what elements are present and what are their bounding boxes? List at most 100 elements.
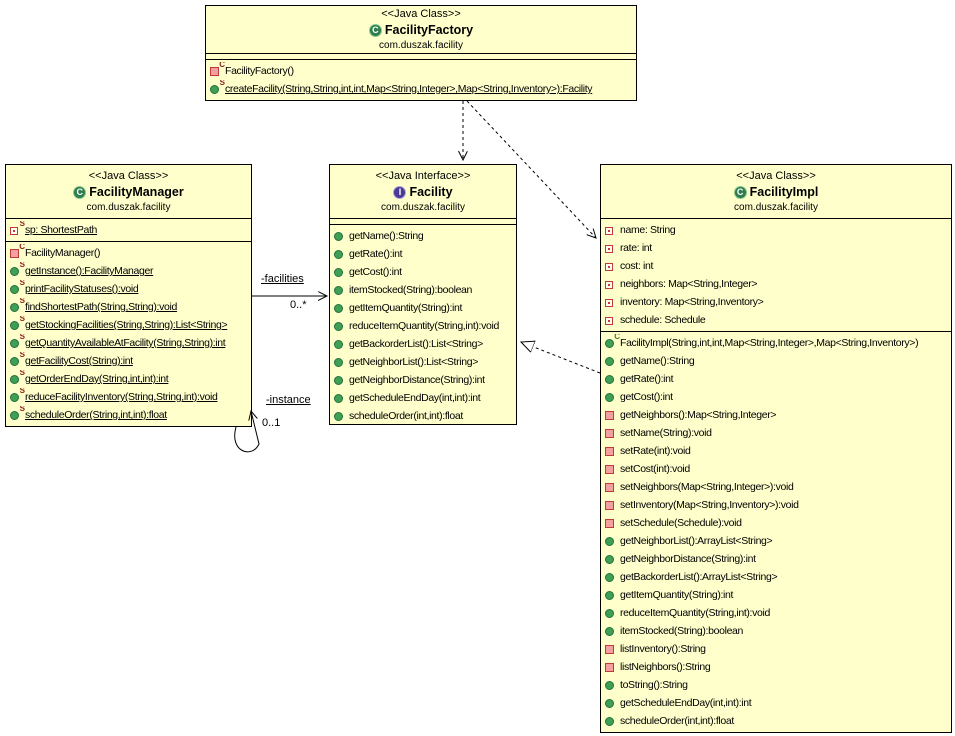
realization-facilityimpl-to-facility[interactable] [521, 342, 601, 374]
public-method-icon [605, 572, 616, 583]
member-row[interactable]: setRate(int):void [601, 442, 951, 460]
member-row[interactable]: reduceItemQuantity(String,int):void [601, 604, 951, 622]
public-method-icon: S [10, 352, 25, 367]
public-method-icon [334, 231, 345, 242]
member-label: setRate(int):void [620, 445, 691, 457]
member-row[interactable]: scheduleOrder(int,int):float [601, 712, 951, 730]
private-method-icon [605, 410, 616, 421]
static-marker: S [19, 352, 25, 359]
member-row[interactable]: getScheduleEndDay(int,int):int [601, 694, 951, 712]
public-method-icon: S [10, 406, 25, 421]
public-method-icon: S [10, 298, 25, 313]
static-marker: S [19, 406, 25, 413]
member-row[interactable]: itemStocked(String):boolean [330, 281, 516, 299]
member-row[interactable]: getNeighborList():ArrayList<String> [601, 532, 951, 550]
member-row[interactable]: setCost(int):void [601, 460, 951, 478]
member-label: scheduleOrder(String,int,int):float [25, 409, 167, 421]
public-method-icon [605, 590, 616, 601]
member-label: scheduleOrder(int,int):float [349, 410, 463, 422]
private-field-icon [605, 297, 616, 308]
member-label: neighbors: Map<String,Integer> [620, 278, 758, 290]
member-row[interactable]: neighbors: Map<String,Integer> [601, 275, 951, 293]
public-method-icon [605, 374, 616, 385]
static-marker: S [19, 388, 25, 395]
member-row[interactable]: listInventory():String [601, 640, 951, 658]
member-row[interactable]: toString():String [601, 676, 951, 694]
member-row[interactable]: rate: int [601, 239, 951, 257]
static-marker: S [19, 370, 25, 377]
class-box-facilityfactory[interactable]: <<Java Class>> C FacilityFactory com.dus… [205, 5, 637, 101]
member-row[interactable]: getNeighbors():Map<String,Integer> [601, 406, 951, 424]
public-method-icon: S [10, 280, 25, 295]
interface-box-facility[interactable]: <<Java Interface>> I Facility com.duszak… [329, 164, 517, 425]
member-row[interactable]: scheduleOrder(int,int):float [330, 407, 516, 424]
member-row[interactable]: getNeighborList():List<String> [330, 353, 516, 371]
member-row[interactable]: schedule: Schedule [601, 311, 951, 329]
public-method-icon [334, 339, 345, 350]
member-row[interactable]: listNeighbors():String [601, 658, 951, 676]
member-row[interactable]: getNeighborDistance(String):int [601, 550, 951, 568]
public-method-icon [605, 680, 616, 691]
member-row[interactable]: getScheduleEndDay(int,int):int [330, 389, 516, 407]
private-method-icon [605, 482, 616, 493]
class-title-compartment: <<Java Interface>> I Facility com.duszak… [330, 165, 516, 218]
member-row[interactable]: name: String [601, 221, 951, 239]
member-row[interactable]: inventory: Map<String,Inventory> [601, 293, 951, 311]
fields-compartment [206, 53, 636, 59]
member-row[interactable]: itemStocked(String):boolean [601, 622, 951, 640]
member-label: reduceFacilityInventory(String,String,in… [25, 391, 218, 403]
multiplicity-facilities: 0..* [290, 299, 307, 311]
member-row[interactable]: getName():String [601, 352, 951, 370]
member-row[interactable]: getBackorderList():ArrayList<String> [601, 568, 951, 586]
public-method-icon [605, 698, 616, 709]
member-label: getName():String [620, 355, 695, 367]
public-method-icon [605, 536, 616, 547]
member-row[interactable]: setName(String):void [601, 424, 951, 442]
class-title-compartment: <<Java Class>> C FacilityManager com.dus… [6, 165, 251, 218]
member-row[interactable]: getNeighborDistance(String):int [330, 371, 516, 389]
member-row[interactable]: reduceItemQuantity(String,int):void [330, 317, 516, 335]
member-row[interactable]: setSchedule(Schedule):void [601, 514, 951, 532]
member-label: getScheduleEndDay(int,int):int [620, 697, 752, 709]
member-label: FacilityFactory() [225, 65, 294, 77]
member-row[interactable]: getCost():int [601, 388, 951, 406]
member-row[interactable]: getBackorderList():List<String> [330, 335, 516, 353]
static-marker: S [19, 316, 25, 323]
member-row[interactable]: getItemQuantity(String):int [601, 586, 951, 604]
public-method-icon [334, 285, 345, 296]
member-row[interactable]: getName():String [330, 227, 516, 245]
member-row[interactable]: getRate():int [330, 245, 516, 263]
member-row[interactable]: cost: int [601, 257, 951, 275]
member-row[interactable]: getItemQuantity(String):int [330, 299, 516, 317]
package-name: com.duszak.facility [381, 202, 465, 213]
member-row[interactable]: getRate():int [601, 370, 951, 388]
member-label: setNeighbors(Map<String,Integer>):void [620, 481, 794, 493]
member-label: setSchedule(Schedule):void [620, 517, 742, 529]
class-box-facilitymanager[interactable]: <<Java Class>> C FacilityManager com.dus… [5, 164, 252, 427]
member-row[interactable]: setNeighbors(Map<String,Integer>):void [601, 478, 951, 496]
member-row[interactable]: getCost():int [330, 263, 516, 281]
class-title-compartment: <<Java Class>> C FacilityFactory com.dus… [206, 6, 636, 53]
class-box-facilityimpl[interactable]: <<Java Class>> C FacilityImpl com.duszak… [600, 164, 952, 733]
member-label: getItemQuantity(String):int [620, 589, 734, 601]
public-method-icon [605, 554, 616, 565]
member-row[interactable]: setInventory(Map<String,Inventory>):void [601, 496, 951, 514]
member-label: getName():String [349, 230, 424, 242]
member-label: getNeighborList():List<String> [349, 356, 478, 368]
